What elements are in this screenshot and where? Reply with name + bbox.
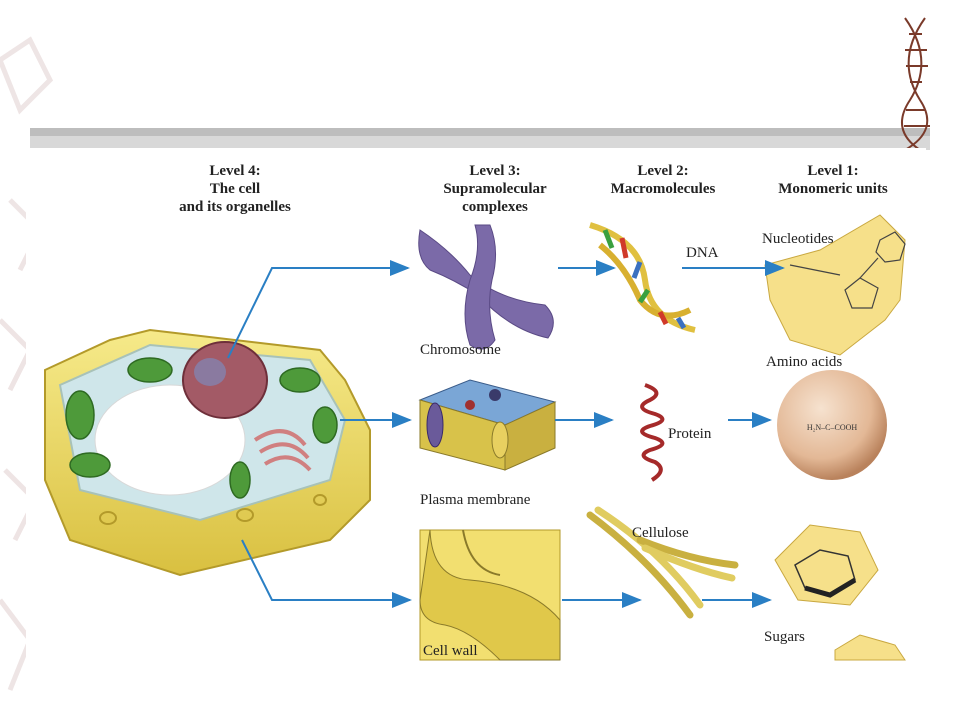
label-amino-acids: Amino acids [766, 354, 843, 370]
label-nucleotides: Nucleotides [762, 231, 834, 247]
amino-acid-formula: H₂N–C–COOH [807, 423, 858, 432]
heading-level-1: Level 1: Monomeric units [778, 163, 888, 197]
arrow-cell-to-chromosome [227, 260, 410, 359]
chromosome-illustration [418, 224, 554, 350]
cell-wall-illustration [419, 529, 561, 661]
heading-level-4: Level 4: The cell and its organelles [179, 163, 291, 215]
nucleotide-illustration [764, 214, 906, 356]
plant-cell-illustration [44, 328, 371, 577]
label-cellulose: Cellulose [632, 525, 689, 541]
label-plasma-membrane: Plasma membrane [420, 492, 531, 508]
heading-level-3: Level 3: Supramolecular complexes [443, 163, 547, 215]
dna-helix-decoration [901, 17, 930, 151]
plasma-membrane-illustration [418, 379, 557, 471]
sugar-illustration [774, 524, 906, 661]
connector-arrows [227, 260, 785, 608]
label-dna: DNA [686, 245, 719, 261]
label-protein: Protein [668, 426, 712, 442]
label-cell-wall: Cell wall [423, 643, 478, 659]
arrow-cell-to-cellwall [241, 539, 412, 608]
heading-level-2: Level 2: Macromolecules [610, 163, 716, 197]
golgi-apparatus [253, 429, 312, 472]
protein-illustration [640, 383, 665, 482]
label-chromosome: Chromosome [420, 342, 501, 358]
label-sugars: Sugars [764, 629, 805, 645]
nucleus [182, 341, 268, 419]
cellulose-illustration [586, 506, 739, 619]
amino-acid-illustration: H₂N–C–COOH [777, 370, 887, 480]
chloroplast-group [65, 357, 338, 499]
dna-illustration [589, 222, 696, 333]
